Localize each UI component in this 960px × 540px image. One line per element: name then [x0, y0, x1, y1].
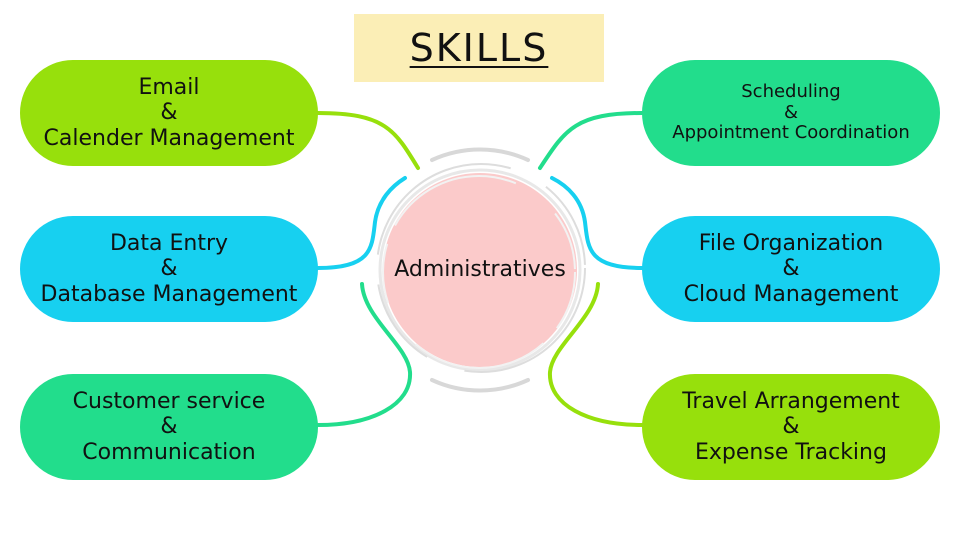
- node-travel: Travel Arrangement & Expense Tracking: [642, 374, 940, 480]
- node-travel-line1: Travel Arrangement: [682, 389, 900, 415]
- node-file-org-line2: Cloud Management: [683, 281, 899, 307]
- center-label: Administratives: [394, 257, 566, 282]
- node-data-entry: Data Entry & Database Management: [20, 216, 318, 322]
- connector-scheduling: [538, 111, 644, 170]
- node-data-entry-line1: Data Entry: [109, 231, 229, 257]
- center-circle: [376, 147, 586, 393]
- page-title: SKILLS: [409, 26, 549, 70]
- node-email: Email & Calender Management: [20, 60, 318, 166]
- node-scheduling-line2: Appointment Coordination: [672, 122, 910, 144]
- node-scheduling-amp: &: [783, 101, 799, 123]
- node-file-org-line1: File Organization: [698, 231, 884, 257]
- title-highlight: SKILLS: [354, 14, 604, 82]
- node-customer-service-line2: Communication: [82, 439, 256, 465]
- node-scheduling: Scheduling & Appointment Coordination: [642, 60, 940, 166]
- node-scheduling-line1: Scheduling: [741, 80, 841, 102]
- node-file-org-amp: &: [782, 256, 800, 282]
- connector-travel: [547, 282, 644, 427]
- node-travel-amp: &: [782, 414, 800, 440]
- node-travel-line2: Expense Tracking: [695, 439, 887, 465]
- connector-email: [316, 111, 420, 170]
- node-email-line1: Email: [138, 75, 200, 101]
- node-data-entry-amp: &: [160, 256, 178, 282]
- node-customer-service-line1: Customer service: [72, 389, 266, 415]
- node-customer-service-amp: &: [160, 414, 178, 440]
- node-customer-service: Customer service & Communication: [20, 374, 318, 480]
- connector-customer-service: [316, 282, 413, 427]
- node-email-amp: &: [160, 100, 178, 126]
- node-data-entry-line2: Database Management: [40, 281, 298, 307]
- connector-file-org: [550, 176, 644, 270]
- node-file-organization: File Organization & Cloud Management: [642, 216, 940, 322]
- connector-data-entry: [316, 176, 407, 270]
- node-email-line2: Calender Management: [43, 125, 295, 151]
